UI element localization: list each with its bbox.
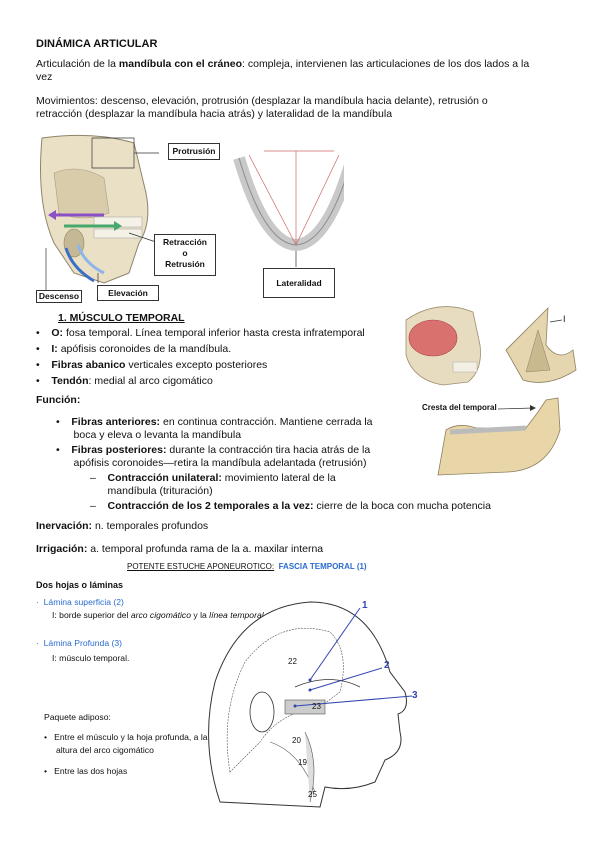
fig-number-22: 22 <box>288 657 297 666</box>
skull-movements-figure <box>40 134 344 291</box>
page-title: DINÁMICA ARTICULAR <box>36 38 158 50</box>
innervation: Inervación: n. temporales profundos <box>36 520 209 532</box>
intro-paragraph: Articulación de la mandíbula con el crán… <box>36 58 530 83</box>
crest-label: Cresta del temporal <box>422 403 497 412</box>
unilateral-contraction: – Contracción unilateral: movimiento lat… <box>90 472 336 497</box>
deep-layer: · Lámina Profunda (3) I: músculo tempora… <box>36 638 130 663</box>
fig-number-1: 1 <box>362 600 368 611</box>
fig-number-2: 2 <box>384 660 390 671</box>
temporal-muscle-figure <box>405 306 577 476</box>
elevation-label: Elevación <box>97 285 159 301</box>
posterior-fibers: • Fibras posteriores: durante la contrac… <box>56 444 371 469</box>
list-item: • Fibras abanico verticales excepto post… <box>36 359 268 371</box>
fat-pad-item-1: • Entre el músculo y la hoja profunda, a… <box>44 732 208 755</box>
bilateral-contraction: – Contracción de los 2 temporales a la v… <box>90 500 491 512</box>
anterior-fibers: • Fibras anteriores: en continua contrac… <box>56 416 373 441</box>
intro-bold: mandíbula con el cráneo <box>118 58 243 70</box>
fig-number-25: 25 <box>308 790 317 799</box>
muscle-list: • O: fosa temporal. Línea temporal infer… <box>36 327 365 388</box>
fig-number-23: 23 <box>312 702 321 711</box>
list-item: • I: apófisis coronoides de la mandíbula… <box>36 343 232 355</box>
list-item: • Tendón: medial al arco cigomático <box>36 375 213 387</box>
descent-label: Descenso <box>36 290 82 303</box>
fat-pad-item-2: • Entre las dos hojas <box>44 766 128 776</box>
fascia-header: POTENTE ESTUCHE APONEUROTICO: FASCIA TEM… <box>127 562 367 571</box>
layers-title: Dos hojas o láminas <box>36 580 124 590</box>
list-item: • O: fosa temporal. Línea temporal infer… <box>36 327 365 339</box>
fig-number-19: 19 <box>298 758 307 767</box>
laterality-label: Lateralidad <box>263 268 335 298</box>
function-heading: Función: <box>36 394 81 406</box>
muscle-heading: 1. MÚSCULO TEMPORAL <box>58 312 185 324</box>
fig-number-3: 3 <box>412 690 418 701</box>
insertion-label: I <box>563 314 566 324</box>
head-fascia-figure <box>208 601 413 808</box>
retraction-label: Retracción o Retrusión <box>154 234 216 276</box>
irrigation: Irrigación: a. temporal profunda rama de… <box>36 543 324 555</box>
movements-paragraph: Movimientos: descenso, elevación, protru… <box>36 95 488 120</box>
fig-number-20: 20 <box>292 736 301 745</box>
fat-pad-title: Paquete adiposo: <box>44 712 111 722</box>
superficial-layer: · Lámina superficia (2) I: borde superio… <box>36 597 298 620</box>
protrusion-label: Protrusión <box>168 143 220 160</box>
